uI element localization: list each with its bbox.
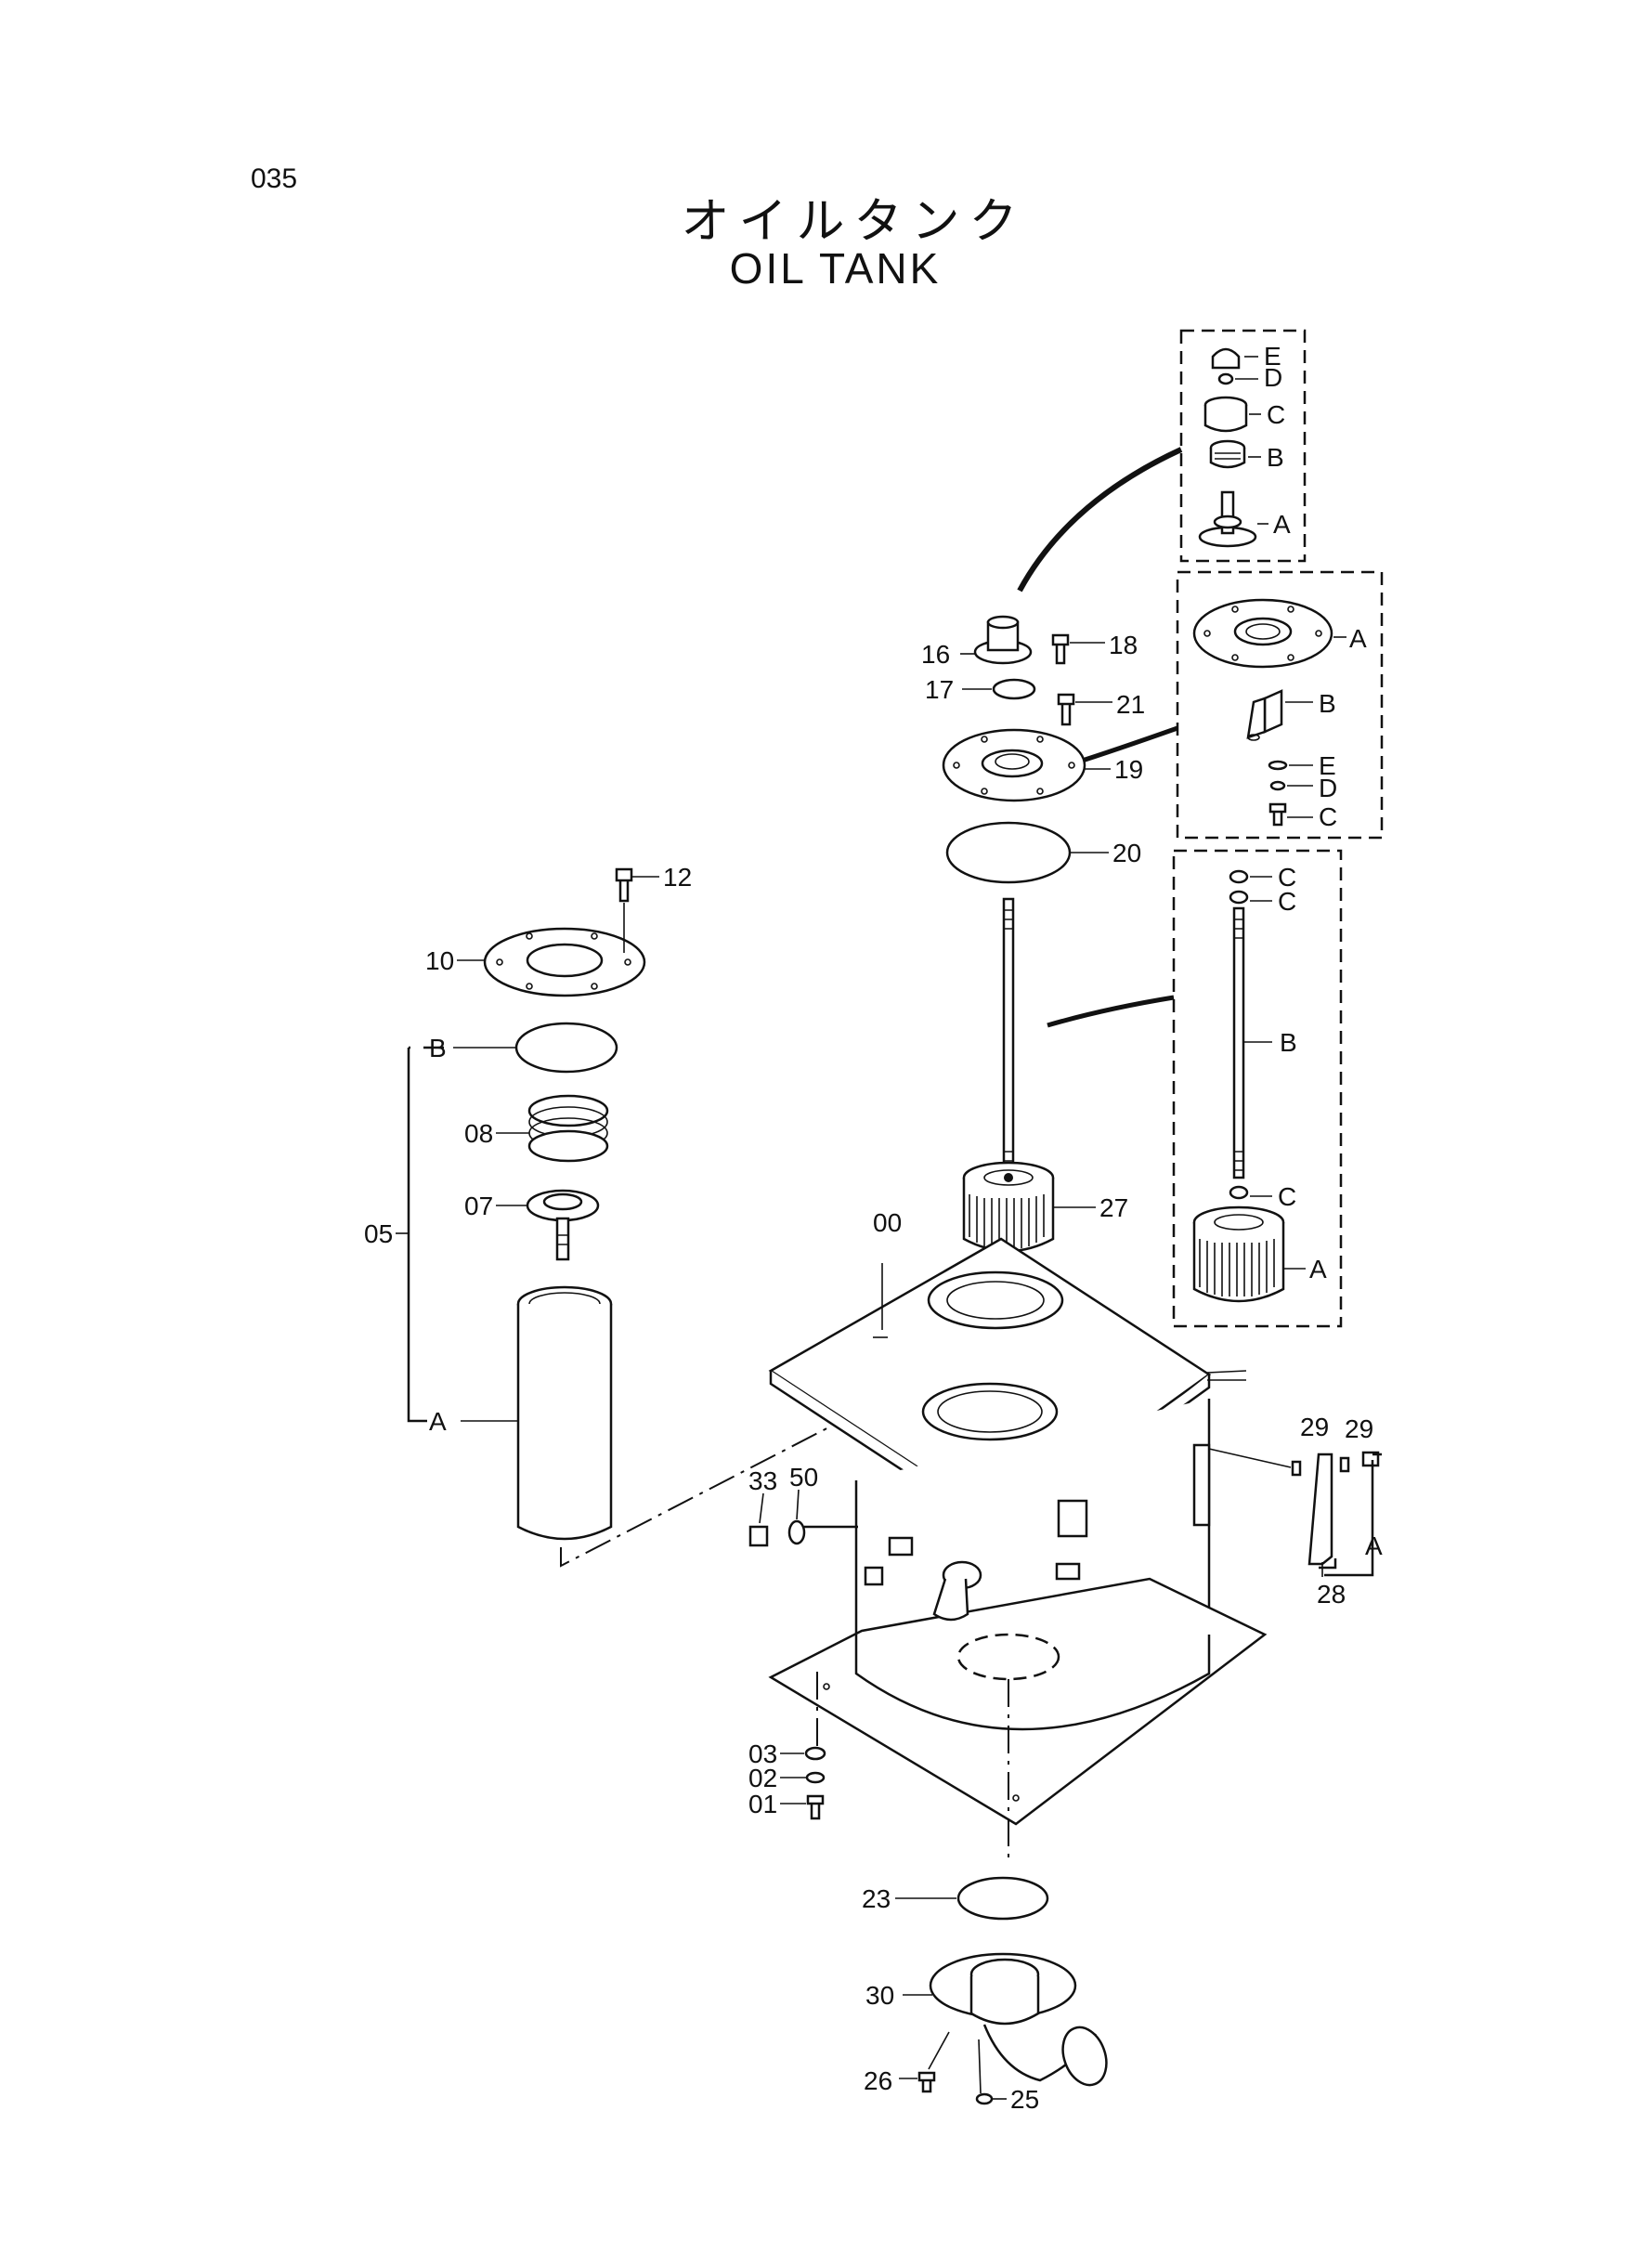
gasket-part-20 xyxy=(945,821,1109,884)
callout-16: 16 xyxy=(921,640,950,669)
cap-part-16 xyxy=(960,615,1033,665)
callout-02: 02 xyxy=(748,1764,777,1792)
flange-part-10 xyxy=(457,927,646,997)
detail-box-cover: A B E D C xyxy=(1176,570,1384,840)
spring-part-08 xyxy=(496,1094,609,1163)
bolt-part-18 xyxy=(1051,633,1105,665)
callout-25: 25 xyxy=(1010,2085,1039,2114)
title-japanese: オイルタンク xyxy=(681,194,1027,250)
callout-07: 07 xyxy=(464,1192,493,1220)
rod-callout-B: B xyxy=(1280,1028,1297,1057)
callout-30: 30 xyxy=(865,1981,894,2010)
callout-08: 08 xyxy=(464,1119,493,1148)
strainer-part-27 xyxy=(962,1161,1096,1253)
rod-callout-A: A xyxy=(1309,1255,1327,1283)
cap-detail-leader xyxy=(1017,447,1183,593)
detail-box-cap: E D C B A xyxy=(1179,329,1307,563)
cover-part-19 xyxy=(942,728,1111,802)
rod-callout-C1: C xyxy=(1278,863,1296,892)
gasket-part-23 xyxy=(895,1876,1049,1921)
tank-part-00 xyxy=(768,1237,1268,1826)
cap-callout-B: B xyxy=(1267,443,1284,472)
drain-plug-33-50 xyxy=(748,1489,858,1547)
o-ring-part-17 xyxy=(962,678,1036,700)
bracket-part-28: A xyxy=(1208,1448,1383,1577)
cover-callout-B: B xyxy=(1319,689,1336,718)
rod-callout-C2: C xyxy=(1278,887,1296,916)
callout-21: 21 xyxy=(1116,690,1145,719)
cap-callout-E: E xyxy=(1264,342,1281,371)
valve-part-07 xyxy=(496,1189,600,1261)
callout-19: 19 xyxy=(1114,755,1143,784)
page-number: 035 xyxy=(251,163,298,194)
callout-50: 50 xyxy=(789,1463,818,1492)
detail-box-rod: C C B C A xyxy=(1172,849,1343,1328)
callout-29a: 29 xyxy=(1300,1413,1329,1441)
washer-part-25 xyxy=(975,2039,1007,2105)
callout-18: 18 xyxy=(1109,631,1138,659)
cover-callout-C: C xyxy=(1319,802,1337,831)
callout-26: 26 xyxy=(864,2066,892,2095)
fastener-stack-01-03 xyxy=(780,1672,826,1820)
callout-17: 17 xyxy=(925,675,954,704)
callout-00: 00 xyxy=(873,1208,902,1237)
breather-callout-A: A xyxy=(429,1407,447,1436)
callout-20: 20 xyxy=(1112,839,1141,867)
breather-callout-B: B xyxy=(429,1034,447,1062)
callout-12: 12 xyxy=(663,863,692,892)
callout-33: 33 xyxy=(748,1466,777,1495)
callout-29b: 29 xyxy=(1345,1414,1373,1443)
rod-center xyxy=(1002,897,1015,1179)
cover-callout-D: D xyxy=(1319,774,1337,802)
bolt-part-26 xyxy=(899,2031,950,2093)
callout-28: 28 xyxy=(1317,1580,1346,1609)
callout-01: 01 xyxy=(748,1790,777,1818)
cover-callout-A: A xyxy=(1349,624,1367,653)
rod-detail-leader xyxy=(1047,995,1175,1028)
elbow-part-30 xyxy=(903,1952,1108,2087)
callout-05: 05 xyxy=(364,1219,393,1248)
gasket-part-B xyxy=(453,1022,618,1074)
cover-callout-E: E xyxy=(1319,751,1336,780)
callout-03: 03 xyxy=(748,1739,777,1768)
bolt-part-12 xyxy=(615,867,659,953)
callout-27: 27 xyxy=(1099,1193,1128,1222)
title-english: OIL TANK xyxy=(729,244,942,293)
callout-23: 23 xyxy=(862,1884,891,1913)
cap-callout-D: D xyxy=(1264,363,1282,392)
bracket-callout-A: A xyxy=(1365,1531,1383,1560)
cap-callout-A: A xyxy=(1273,510,1291,539)
rod-callout-C3: C xyxy=(1278,1182,1296,1211)
element-part-A xyxy=(461,1285,613,1541)
cap-callout-C: C xyxy=(1267,400,1285,429)
breather-group-bracket: B A xyxy=(396,1034,447,1436)
callout-10: 10 xyxy=(425,946,454,975)
callout-labels: 16 17 18 21 19 20 27 12 10 08 07 05 00 2… xyxy=(364,631,1373,2114)
bolt-part-21 xyxy=(1057,693,1112,726)
